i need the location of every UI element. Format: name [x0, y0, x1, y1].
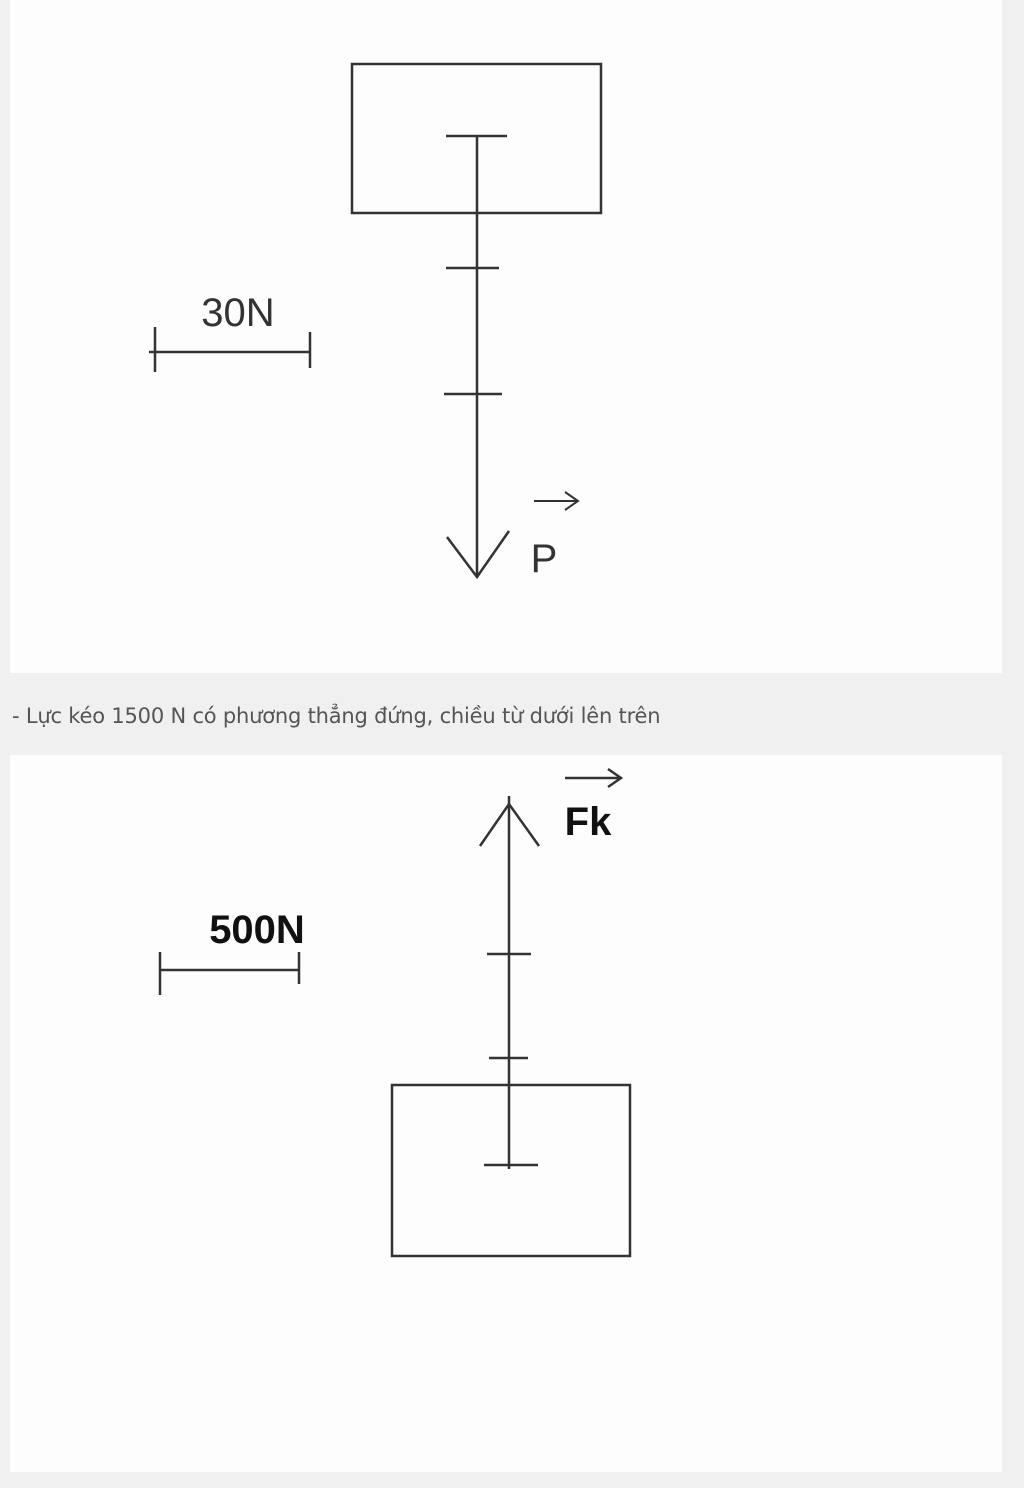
diagram-panel-weight: [10, 0, 1002, 673]
force-label: Fk: [565, 800, 612, 844]
vector-arrow-icon: [565, 767, 624, 789]
diagram-panel-pull: [10, 755, 1002, 1472]
object-box: [390, 1083, 632, 1258]
caption-text: - Lực kéo 1500 N có phương thẳng đứng, c…: [12, 704, 661, 728]
diagram-weight: [149, 62, 603, 580]
scale-label: 500N: [209, 908, 305, 952]
arrowhead-up: [478, 801, 541, 847]
vector-arrow-icon: [534, 491, 580, 511]
force-label: P: [531, 537, 558, 581]
arrowhead-down: [446, 530, 511, 580]
diagram-pull: [158, 767, 632, 1258]
scale-label: 30N: [201, 291, 274, 335]
